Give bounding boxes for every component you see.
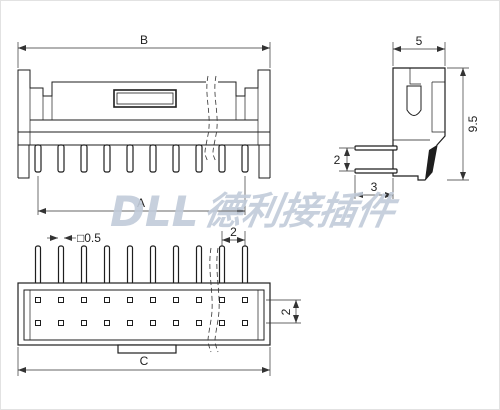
- bottom-pin: [80, 245, 88, 285]
- bottom-break-line-1: [207, 247, 213, 353]
- dimension-pin-length: 3: [354, 175, 394, 199]
- side-view: 5 9.5 2 3: [334, 34, 480, 199]
- pin-hole-lower: [127, 320, 133, 326]
- bottom-housing-inner: [23, 289, 265, 341]
- pin-hole-lower: [35, 320, 41, 326]
- pin-hole-upper: [219, 297, 225, 303]
- pin-hole-upper: [242, 297, 248, 303]
- dimension-height: 9.5: [447, 67, 480, 181]
- pin-hole-lower: [196, 320, 202, 326]
- bottom-pin: [126, 245, 134, 285]
- dimension-height-label: 9.5: [466, 115, 480, 132]
- housing-slot-inner: [116, 92, 174, 105]
- bottom-tab: [117, 344, 177, 354]
- mounting-pegs: [18, 145, 270, 179]
- dimension-c-label: C: [140, 354, 149, 368]
- dimension-pitch-label: 2: [230, 225, 237, 239]
- dimension-pin-spacing-label: 2: [334, 153, 341, 167]
- side-locking-tab: [425, 145, 437, 180]
- latch-lines: [42, 96, 246, 120]
- front-pin: [34, 144, 42, 173]
- dimension-pin-length-label: 3: [371, 180, 378, 194]
- pin-hole-upper: [35, 297, 41, 303]
- pin-hole-lower: [242, 320, 248, 326]
- side-inner-wall: [431, 81, 445, 133]
- side-pin-lower: [354, 168, 398, 174]
- front-pin: [241, 144, 249, 173]
- pin-hole-lower: [219, 320, 225, 326]
- front-pin: [80, 144, 88, 173]
- dimension-b: B: [17, 33, 271, 68]
- bottom-housing-end-walls: [29, 290, 259, 340]
- front-break-line-2: [212, 75, 218, 163]
- dimension-a: A: [37, 176, 246, 215]
- front-pin: [195, 144, 203, 173]
- front-break-line-1: [204, 75, 210, 163]
- pin-hole-upper: [127, 297, 133, 303]
- bottom-pin: [241, 245, 249, 285]
- bottom-pin: [57, 245, 65, 285]
- pin-hole-lower: [173, 320, 179, 326]
- pin-hole-lower: [150, 320, 156, 326]
- bottom-holes: [35, 297, 248, 326]
- pin-hole-upper: [81, 297, 87, 303]
- bottom-pin: [218, 245, 226, 285]
- front-pin: [149, 144, 157, 173]
- housing-outline-left: [17, 69, 206, 178]
- dimension-pin-size-label: □0.5: [77, 231, 101, 245]
- housing-outline-right: [218, 69, 271, 178]
- dimension-row-spacing: 2: [266, 299, 301, 324]
- pin-hole-lower: [81, 320, 87, 326]
- side-housing-step: [409, 68, 421, 85]
- pin-hole-upper: [196, 297, 202, 303]
- front-pin: [218, 144, 226, 173]
- bottom-pin: [34, 245, 42, 285]
- front-view: B A: [17, 33, 271, 215]
- bottom-pin: [172, 245, 180, 285]
- pin-hole-upper: [58, 297, 64, 303]
- dimension-pin-spacing: 2: [334, 147, 354, 172]
- dimension-c: C: [17, 347, 271, 376]
- bottom-housing-outer: [17, 282, 271, 346]
- front-pin: [126, 144, 134, 173]
- front-pin: [57, 144, 65, 173]
- pin-hole-upper: [104, 297, 110, 303]
- pin-hole-upper: [150, 297, 156, 303]
- front-pin: [103, 144, 111, 173]
- housing-inner-walls: [29, 88, 259, 145]
- dimension-depth-label: 5: [416, 34, 423, 48]
- watermark-latin: DLL: [110, 187, 198, 236]
- bottom-pin: [149, 245, 157, 285]
- side-latch: [406, 85, 422, 116]
- watermark: DLL 德利接插件: [110, 187, 402, 236]
- side-pin-upper: [354, 145, 398, 151]
- housing-slot: [113, 89, 177, 108]
- pin-hole-lower: [104, 320, 110, 326]
- pin-hole-lower: [58, 320, 64, 326]
- front-pin: [172, 144, 180, 173]
- watermark-cjk: 德利接插件: [200, 189, 401, 234]
- front-pins: [34, 144, 249, 173]
- dimension-depth: 5: [392, 34, 446, 66]
- pin-hole-upper: [173, 297, 179, 303]
- dimension-b-label: B: [140, 33, 148, 47]
- bottom-break-line-2: [214, 247, 220, 353]
- dimension-pin-size: □0.5: [47, 231, 101, 245]
- bottom-view: □0.5 2 2 C: [17, 225, 301, 376]
- dimension-a-label: A: [137, 196, 145, 210]
- bottom-pin: [195, 245, 203, 285]
- bottom-pin: [103, 245, 111, 285]
- dimension-row-spacing-label: 2: [279, 308, 293, 315]
